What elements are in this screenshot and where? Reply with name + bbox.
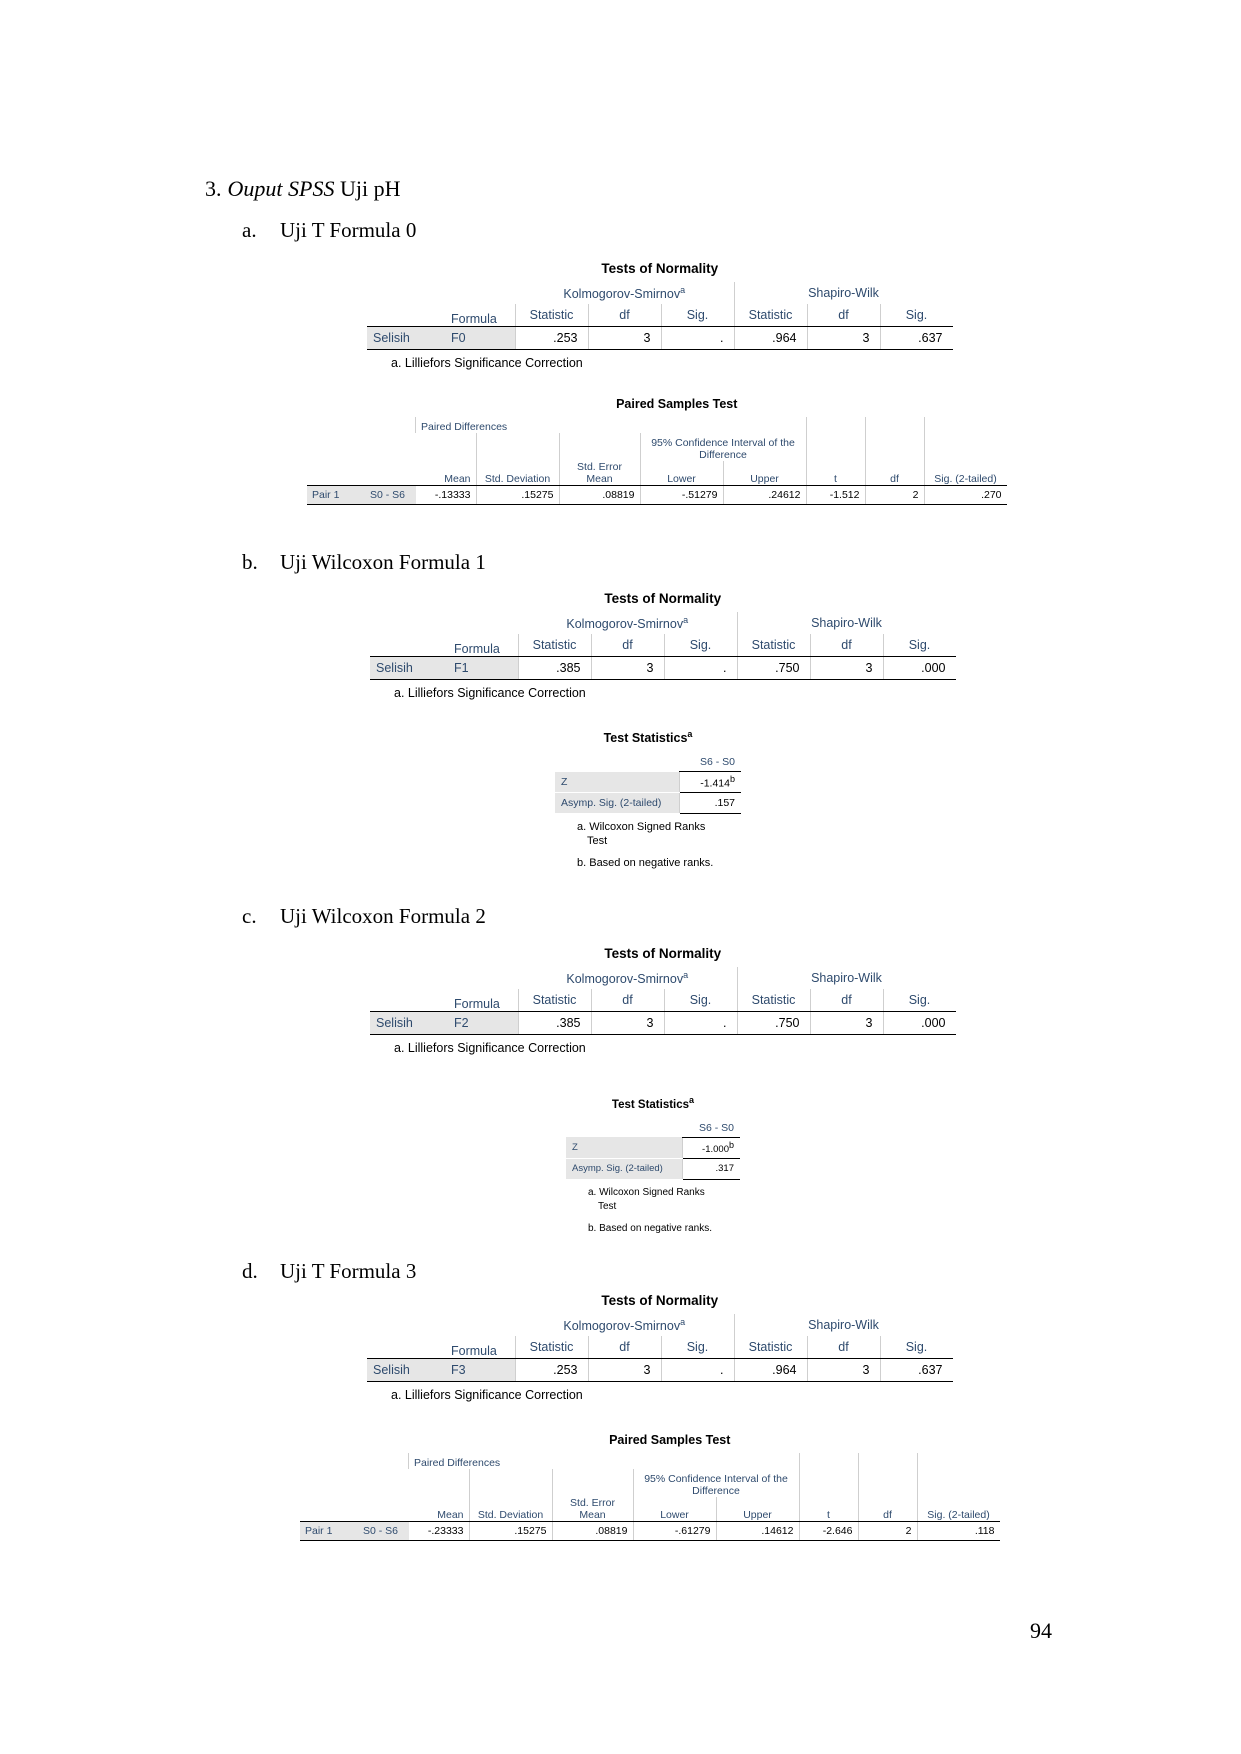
test-statistics-table-1: Test Statisticsa S6 - S0 Z-1.414b Asymp.… <box>555 729 741 870</box>
table-row: Asymp. Sig. (2-tailed).157 <box>555 792 741 815</box>
table-footnote: a. Lilliefors Significance Correction <box>391 356 583 370</box>
table-row: Selisih F2 .385 3 . .750 3 .000 <box>370 1011 956 1035</box>
subsection-heading-d: d.Uji T Formula 3 <box>242 1259 417 1283</box>
paired-test-table-1: Paired Samples Test Paired Differences 9… <box>307 397 1007 505</box>
normality-table-f1: Tests of Normality Kolmogorov-Smirnova S… <box>370 591 956 700</box>
table-row: Selisih F1 .385 3 . .750 3 .000 <box>370 656 956 680</box>
test-statistics-table-2: Test Statisticsa S6 - S0 Z-1.000b Asymp.… <box>566 1095 740 1236</box>
normality-table-f2: Tests of Normality Kolmogorov-Smirnova S… <box>370 946 956 1055</box>
table-row: Z-1.000b <box>566 1137 740 1159</box>
subsection-heading-c: c.Uji Wilcoxon Formula 2 <box>242 904 486 928</box>
table-row: Pair 1 S0 - S6 -.13333 .15275 .08819 -.5… <box>307 485 1007 505</box>
section-heading: 3.Ouput SPSS Uji pH <box>205 176 400 202</box>
paired-test-table-2: Paired Samples Test Paired Differences 9… <box>300 1433 1000 1541</box>
subsection-heading-a: a.Uji T Formula 0 <box>242 218 417 242</box>
page-number: 94 <box>1030 1618 1052 1643</box>
heading-rest: Uji pH <box>339 176 401 201</box>
table-row: Pair 1 S0 - S6 -.23333 .15275 .08819 -.6… <box>300 1521 1000 1541</box>
table-row: Selisih F3 .253 3 . .964 3 .637 <box>367 1358 953 1382</box>
table-row: Selisih F0 .253 3 . .964 3 .637 <box>367 326 953 350</box>
table-row: Z-1.414b <box>555 771 741 794</box>
normality-table-f0: Tests of Normality Kolmogorov-Smirnova S… <box>367 261 953 370</box>
table-title: Tests of Normality <box>601 261 719 276</box>
heading-italic: Ouput SPSS <box>227 176 335 201</box>
heading-number: 3. <box>205 176 222 201</box>
subsection-heading-b: b.Uji Wilcoxon Formula 1 <box>242 550 486 574</box>
normality-table-f3: Tests of Normality Kolmogorov-Smirnova S… <box>367 1293 953 1402</box>
table-row: Asymp. Sig. (2-tailed).317 <box>566 1158 740 1180</box>
